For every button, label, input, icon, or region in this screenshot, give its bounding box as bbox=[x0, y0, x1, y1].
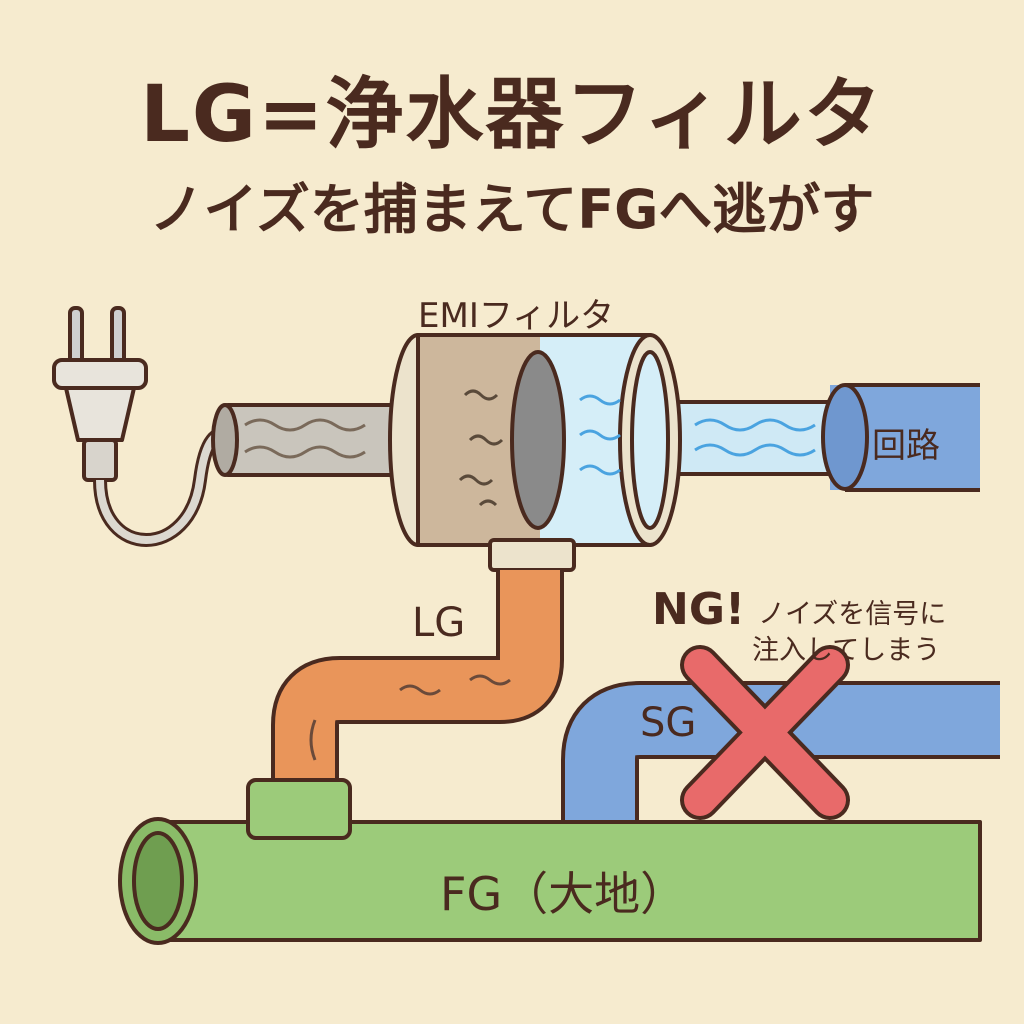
circuit-label: 回路 bbox=[872, 426, 940, 466]
fg-pipe bbox=[118, 778, 982, 945]
sg-pipe bbox=[561, 681, 1000, 830]
lg-label: LG bbox=[412, 600, 466, 646]
input-pipe bbox=[211, 403, 410, 477]
ng-label: NG! bbox=[652, 584, 746, 635]
ng-cross-icon bbox=[680, 645, 850, 820]
sg-label: SG bbox=[640, 700, 697, 746]
lg-pipe bbox=[271, 570, 564, 790]
power-plug-icon bbox=[52, 306, 236, 547]
title-line-2: ノイズを捕まえてFGへ逃がす bbox=[149, 178, 875, 241]
title-line-1: LG=浄水器フィルタ bbox=[140, 70, 884, 160]
filter-mesh bbox=[510, 350, 566, 530]
output-pipe bbox=[668, 400, 852, 476]
emi-filter-body bbox=[388, 333, 682, 572]
emi-filter-label: EMIフィルタ bbox=[418, 296, 615, 336]
ng-message-line-2: 注入してしまう bbox=[752, 635, 941, 666]
fg-label: FG（大地） bbox=[440, 867, 687, 921]
ng-message-line-1: ノイズを信号に bbox=[758, 599, 947, 630]
circuit-pipe bbox=[821, 383, 980, 492]
